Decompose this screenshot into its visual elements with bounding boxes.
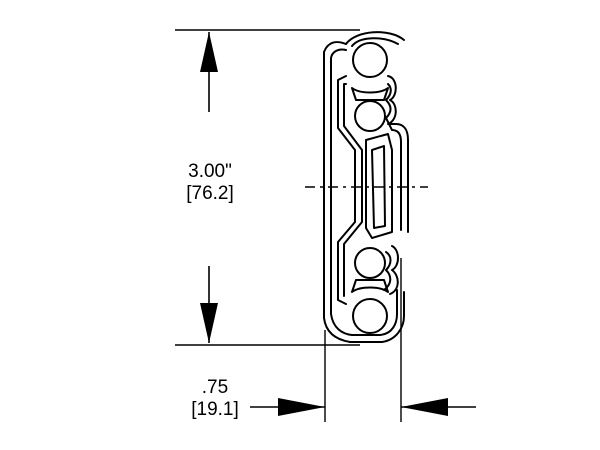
lower-retainer-right [389, 245, 399, 295]
width-dimension-lines [250, 258, 476, 422]
ball-bearing-bottom-inner [354, 247, 386, 279]
slide-profile [323, 31, 409, 343]
width-inches-text: .75 [201, 377, 229, 398]
inner-member-channel [371, 145, 386, 229]
width-millimeters-text: [19.1] [191, 399, 239, 420]
down-arrow-icon [200, 303, 218, 343]
height-inches-text: 3.00" [188, 161, 232, 182]
middle-member-left [337, 75, 356, 305]
ball-bearing-top-inner [354, 100, 386, 132]
outer-member-outline [323, 41, 405, 343]
middle-member-right-inner [385, 83, 402, 231]
outer-member-inner-outline [330, 48, 398, 336]
middle-member-right [387, 75, 409, 233]
inner-member [365, 133, 393, 239]
ball-bearing-top-outer [352, 42, 388, 78]
height-dimension-label: 3.00" [76.2] [160, 161, 260, 205]
upper-retainer [351, 87, 389, 101]
lower-retainer-right-inner [383, 251, 392, 291]
lower-retainer [351, 279, 389, 293]
width-dimension-label: .75 [19.1] [175, 377, 255, 421]
height-millimeters-text: [76.2] [186, 183, 234, 204]
right-arrow-icon [278, 398, 325, 416]
left-arrow-icon [401, 398, 448, 416]
top-lip-outer [345, 31, 405, 45]
height-dimension-lines [175, 29, 360, 346]
top-lip-inner [351, 37, 399, 47]
up-arrow-icon [200, 32, 218, 72]
middle-member-left-inner [343, 83, 363, 297]
ball-bearing-bottom-outer [352, 298, 388, 334]
